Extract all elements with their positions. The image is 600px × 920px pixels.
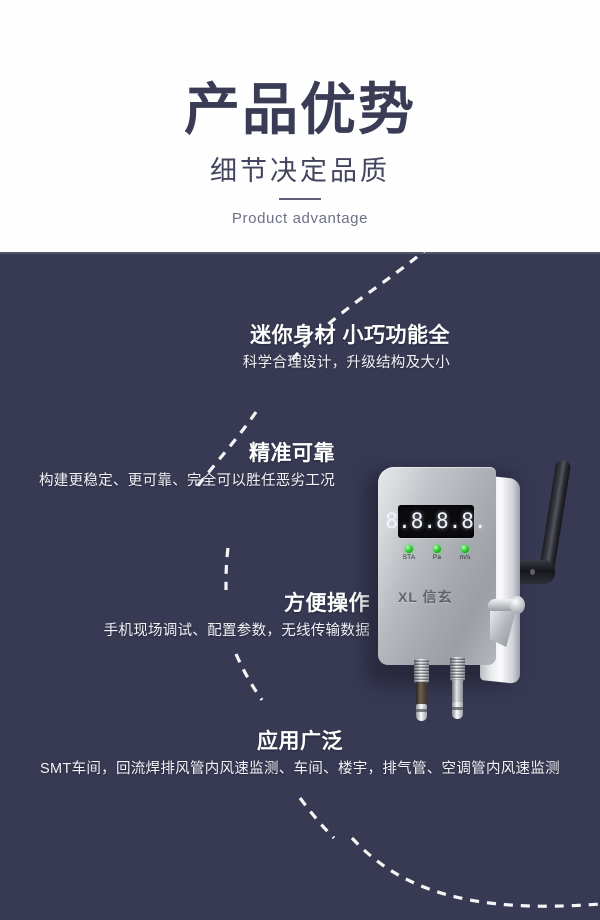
- feature-item-3: 方便操作 手机现场调试、配置参数，无线传输数据: [40, 592, 370, 640]
- title-divider: [279, 198, 321, 200]
- page-subtitle: 细节决定品质: [210, 156, 390, 186]
- connector-line-2: [194, 411, 258, 489]
- feature-title: 方便操作: [284, 592, 370, 615]
- feature-panel: 迷你身材 小巧功能全 科学合理设计，升级结构及大小 精准可靠 构建更稳定、更可靠…: [0, 252, 600, 920]
- led-label: m/s: [459, 554, 471, 561]
- connector-line-4: [234, 653, 264, 701]
- header-section: 产品优势 细节决定品质 Product advantage: [0, 0, 600, 252]
- sensor-probe-2: [450, 657, 465, 719]
- probe-tip-band: [452, 707, 463, 710]
- feature-title: 应用广泛: [257, 730, 343, 753]
- probe-body: [452, 680, 463, 704]
- led-label: Pa: [432, 554, 442, 561]
- feature-description: 手机现场调试、配置参数，无线传输数据: [103, 623, 370, 640]
- probe-tip: [452, 702, 463, 719]
- antenna-hinge-screw: [530, 569, 535, 575]
- status-led-sta: STA: [396, 545, 422, 562]
- english-subtitle: Product advantage: [231, 210, 369, 227]
- feature-description: 构建更稳定、更可靠、完全可以胜任恶劣工况: [39, 473, 335, 490]
- brand-logo-text: XL 信玄: [398, 589, 453, 605]
- feature-item-1: 迷你身材 小巧功能全 科学合理设计，升级结构及大小: [60, 324, 450, 372]
- led-label: STA: [402, 554, 416, 561]
- probe-thread: [414, 659, 429, 683]
- connector-line-3: [224, 547, 230, 591]
- led-indicator-icon: [433, 545, 441, 553]
- led-display: 8.8.8.8.: [385, 505, 487, 538]
- probe-thread: [450, 657, 465, 681]
- panel-top-edge: [0, 252, 600, 254]
- feature-title: 迷你身材 小巧功能全: [250, 324, 450, 347]
- sensor-probe-1: [414, 659, 429, 721]
- status-led-pa: Pa: [424, 545, 450, 562]
- page-title: 产品优势: [184, 78, 416, 141]
- product-device-image: 8.8.8.8. STA Pa m/s XL 信玄: [362, 457, 597, 747]
- display-value: 8.8.8.8.: [385, 509, 487, 533]
- status-led-row: STA Pa m/s: [396, 545, 478, 562]
- feature-description: SMT车间，回流焊排风管内风速监测、车间、楼宇，排气管、空调管内风速监测: [40, 761, 560, 778]
- probe-tip: [416, 704, 427, 721]
- connector-line-6: [350, 836, 600, 908]
- led-indicator-icon: [461, 545, 469, 553]
- feature-item-2: 精准可靠 构建更稳定、更可靠、完全可以胜任恶劣工况: [5, 442, 335, 490]
- connector-line-5: [298, 797, 336, 840]
- feature-description: 科学合理设计，升级结构及大小: [242, 355, 450, 372]
- feature-item-4: 应用广泛 SMT车间，回流焊排风管内风速监测、车间、楼宇，排气管、空调管内风速监…: [10, 730, 590, 778]
- connector-lines: [194, 252, 600, 908]
- led-indicator-icon: [405, 545, 413, 553]
- connector-line-1: [290, 252, 426, 362]
- feature-title: 精准可靠: [249, 442, 335, 465]
- enclosure-front: [378, 467, 496, 665]
- probe-body: [416, 682, 427, 706]
- probe-tip-band: [416, 709, 427, 712]
- status-led-ms: m/s: [452, 545, 478, 562]
- mount-bracket-knob: [510, 596, 525, 614]
